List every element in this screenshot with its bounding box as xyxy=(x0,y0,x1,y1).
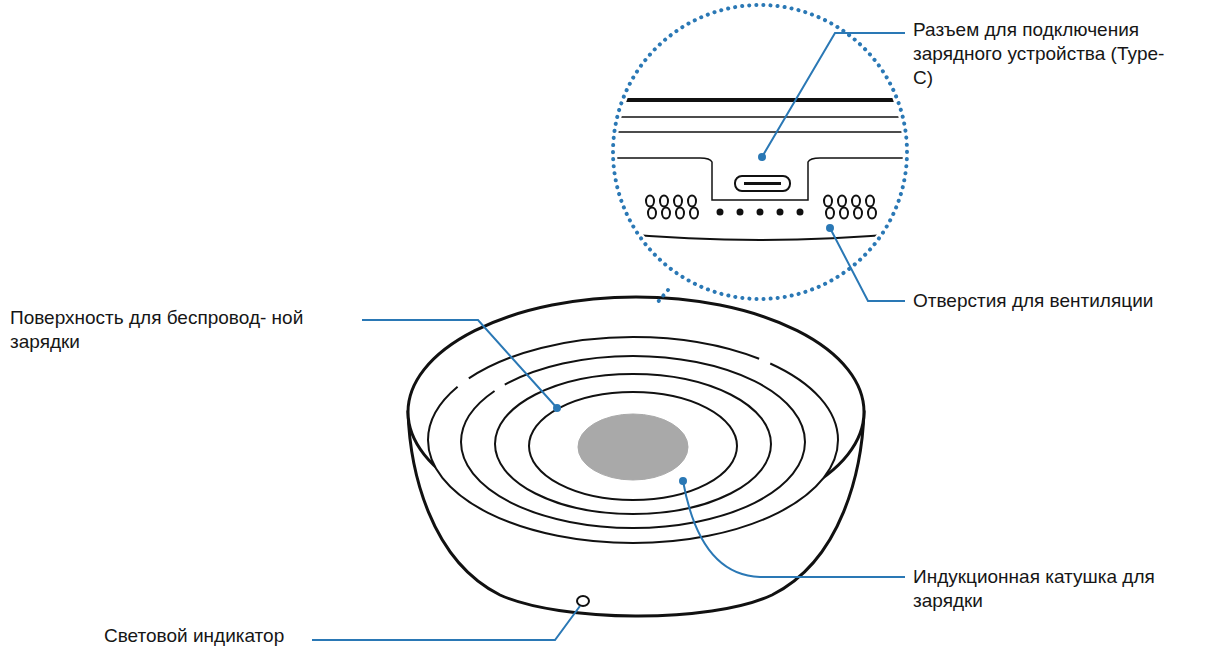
callout-label: Поверхность для беспровод- ной зарядки xyxy=(10,306,305,354)
callout-label: Индукционная катушка для зарядки xyxy=(913,565,1203,613)
callout-label: Световой индикатор xyxy=(104,624,304,648)
zoom-detail xyxy=(600,5,920,303)
leader-lines xyxy=(312,33,905,640)
callout-label: Разъем для подключения зарядного устройс… xyxy=(913,18,1175,89)
charger-pad xyxy=(408,297,864,616)
callout-label: Отверстия для вентиляции xyxy=(913,289,1213,313)
